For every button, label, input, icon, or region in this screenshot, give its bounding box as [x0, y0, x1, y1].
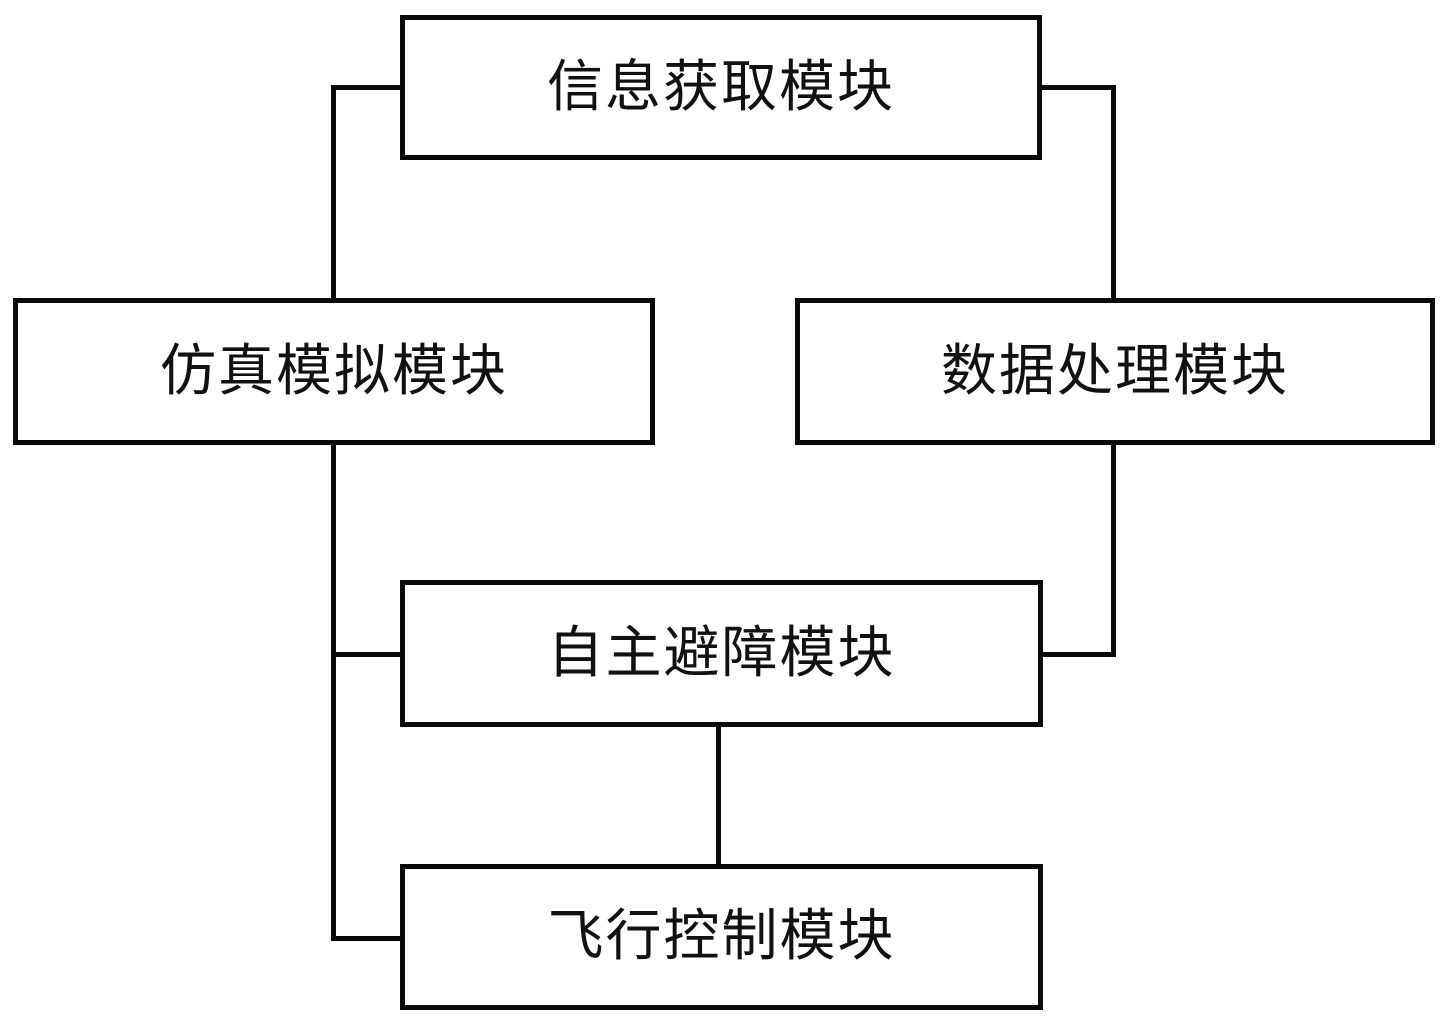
node-label: 自主避障模块 [547, 620, 896, 686]
node-information-acquisition-module: 信息获取模块 [400, 15, 1042, 160]
node-flight-control-module: 飞行控制模块 [400, 864, 1043, 1010]
node-label: 仿真模拟模块 [160, 338, 508, 404]
connector-data-to-avoid-horizontal [1041, 652, 1116, 657]
node-label: 数据处理模块 [941, 338, 1289, 404]
connector-sim-to-avoid-horizontal [331, 652, 403, 657]
connector-info-to-data-horizontal [1040, 85, 1116, 90]
node-data-processing-module: 数据处理模块 [795, 298, 1435, 445]
connector-sim-trunk-vertical [331, 443, 336, 941]
node-simulation-module: 仿真模拟模块 [13, 298, 655, 445]
connector-avoid-to-flight-vertical [716, 725, 721, 866]
connector-data-trunk-vertical [1111, 443, 1116, 657]
node-label: 飞行控制模块 [547, 904, 896, 969]
node-label: 信息获取模块 [547, 54, 895, 120]
connector-info-to-sim-vertical [331, 85, 336, 301]
node-autonomous-obstacle-avoidance-module: 自主避障模块 [400, 580, 1043, 727]
connector-info-to-data-vertical [1111, 85, 1116, 301]
connector-sim-to-flight-horizontal [331, 936, 403, 941]
connector-info-to-sim-horizontal [331, 85, 403, 90]
